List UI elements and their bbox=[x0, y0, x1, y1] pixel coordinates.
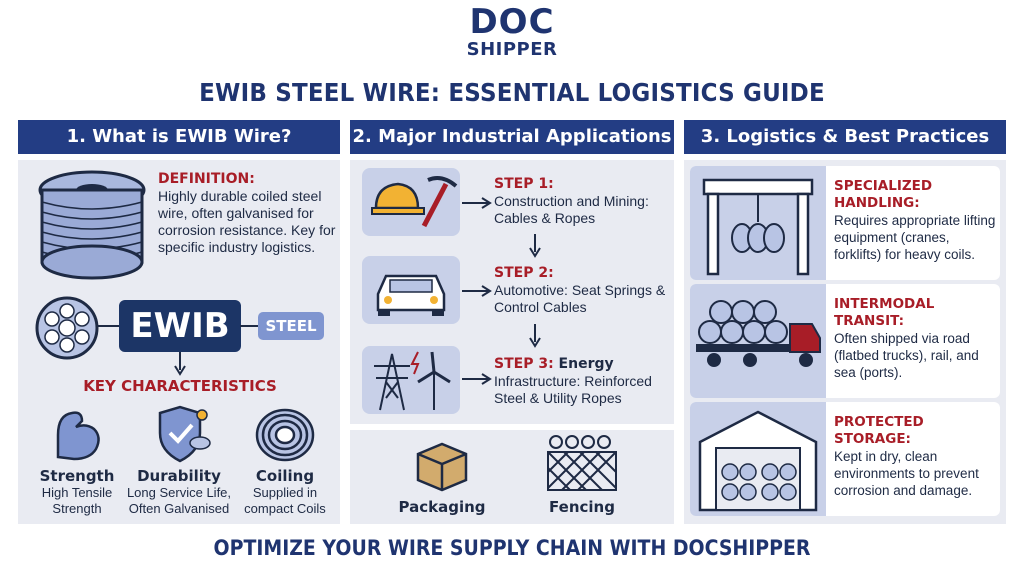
shield-weather-icon bbox=[158, 405, 211, 463]
page-title: EWIB STEEL WIRE: ESSENTIAL LOGISTICS GUI… bbox=[199, 78, 825, 107]
logo-shipper-text: SHIPPER bbox=[466, 39, 558, 60]
flexed-arm-icon bbox=[56, 411, 100, 461]
feature-strength: Strength High Tensile Strength bbox=[22, 405, 132, 517]
car-icon bbox=[376, 274, 446, 316]
practice-text: Often shipped via road (flatbed trucks),… bbox=[834, 331, 979, 380]
practice-text: Kept in dry, clean environments to preve… bbox=[834, 449, 979, 498]
definition-block: DEFINITION: Highly durable coiled steel … bbox=[158, 171, 338, 256]
wire-cross-section-icon bbox=[35, 296, 99, 360]
card-image bbox=[690, 284, 826, 398]
practice-card-storage: PROTECTED STORAGE: Kept in dry, clean en… bbox=[690, 402, 1000, 516]
feature-coiling: Coiling Supplied in compact Coils bbox=[230, 405, 340, 517]
footer-banner: OPTIMIZE YOUR WIRE SUPPLY CHAIN WITH DOC… bbox=[213, 536, 811, 560]
practice-card-transit: INTERMODAL TRANSIT: Often shipped via ro… bbox=[690, 284, 1000, 398]
wire-coil-icon bbox=[255, 408, 315, 462]
docshipper-logo: DOC SHIPPER bbox=[456, 4, 568, 72]
card-text: INTERMODAL TRANSIT: Often shipped via ro… bbox=[834, 296, 998, 381]
arrow-right-icon bbox=[462, 285, 492, 297]
warehouse-icon bbox=[698, 410, 818, 512]
card-text: PROTECTED STORAGE: Kept in dry, clean en… bbox=[834, 414, 998, 499]
ewib-badge: EWIB bbox=[119, 300, 241, 352]
barbed-fence-icon bbox=[547, 435, 617, 491]
step-label-extra: Energy bbox=[558, 356, 614, 372]
practice-card-handling: SPECIALIZED HANDLING: Requires appropria… bbox=[690, 166, 1000, 280]
key-characteristics-heading: KEY CHARACTERISTICS bbox=[83, 377, 277, 395]
feature-name: Coiling bbox=[255, 467, 315, 485]
column-heading-2: 2. Major Industrial Applications bbox=[350, 120, 674, 154]
step-1-icon-box bbox=[362, 168, 460, 236]
arrow-right-icon bbox=[462, 373, 492, 385]
gantry-crane-icon bbox=[702, 178, 814, 276]
step-1: STEP 1: Construction and Mining: Cables … bbox=[494, 176, 674, 227]
column-heading-3: 3. Logistics & Best Practices bbox=[684, 120, 1006, 154]
column-heading-1: 1. What is EWIB Wire? bbox=[18, 120, 340, 154]
practice-label: PROTECTED STORAGE: bbox=[834, 414, 924, 447]
pylon-wind-turbine-icon bbox=[374, 351, 451, 411]
steel-badge: STEEL bbox=[258, 312, 324, 340]
definition-label: DEFINITION: bbox=[158, 171, 255, 187]
step-3-icon-box bbox=[362, 346, 460, 414]
card-image bbox=[690, 166, 826, 280]
card-image bbox=[690, 402, 826, 516]
arrow-down-icon bbox=[174, 352, 186, 376]
step-label-text: STEP 3: bbox=[494, 356, 554, 372]
practice-text: Requires appropriate lifting equipment (… bbox=[834, 213, 996, 262]
step-2: STEP 2: Automotive: Seat Springs & Contr… bbox=[494, 265, 674, 316]
definition-text: Highly durable coiled steel wire, often … bbox=[158, 188, 336, 255]
boxes-icon bbox=[416, 442, 468, 492]
feature-desc: Long Service Life, Often Galvanised bbox=[126, 485, 232, 516]
arrow-right-icon bbox=[462, 197, 492, 209]
practice-label: INTERMODAL TRANSIT: bbox=[834, 296, 935, 329]
step-3: STEP 3: Energy Infrastructure: Reinforce… bbox=[494, 356, 674, 407]
fencing-label: Fencing bbox=[549, 498, 615, 516]
flatbed-truck-icon bbox=[696, 300, 821, 367]
step-text: Construction and Mining: Cables & Ropes bbox=[494, 193, 649, 226]
step-text: Infrastructure: Reinforced Steel & Utili… bbox=[494, 373, 652, 406]
step-label: STEP 3: Energy bbox=[494, 356, 674, 373]
connector-line bbox=[98, 325, 122, 327]
hardhat-pickaxe-icon bbox=[371, 176, 458, 228]
practice-label: SPECIALIZED HANDLING: bbox=[834, 178, 933, 211]
card-text: SPECIALIZED HANDLING: Requires appropria… bbox=[834, 178, 998, 263]
packaging-label: Packaging bbox=[398, 498, 486, 516]
feature-desc: Supplied in compact Coils bbox=[244, 485, 326, 516]
packaging-fencing-panel bbox=[350, 430, 674, 524]
logo-doc-text: DOC bbox=[469, 2, 555, 42]
feature-name: Strength bbox=[39, 467, 115, 485]
step-label: STEP 2: bbox=[494, 265, 554, 281]
arrow-down-icon bbox=[529, 324, 541, 348]
step-text: Automotive: Seat Springs & Control Cable… bbox=[494, 282, 666, 315]
step-label: STEP 1: bbox=[494, 176, 554, 192]
step-2-icon-box bbox=[362, 256, 460, 324]
connector-line bbox=[240, 325, 260, 327]
arrow-down-icon bbox=[529, 234, 541, 258]
feature-desc: High Tensile Strength bbox=[41, 485, 113, 516]
wire-spool-icon bbox=[38, 170, 146, 280]
feature-name: Durability bbox=[137, 467, 221, 485]
feature-durability: Durability Long Service Life, Often Galv… bbox=[124, 405, 234, 517]
